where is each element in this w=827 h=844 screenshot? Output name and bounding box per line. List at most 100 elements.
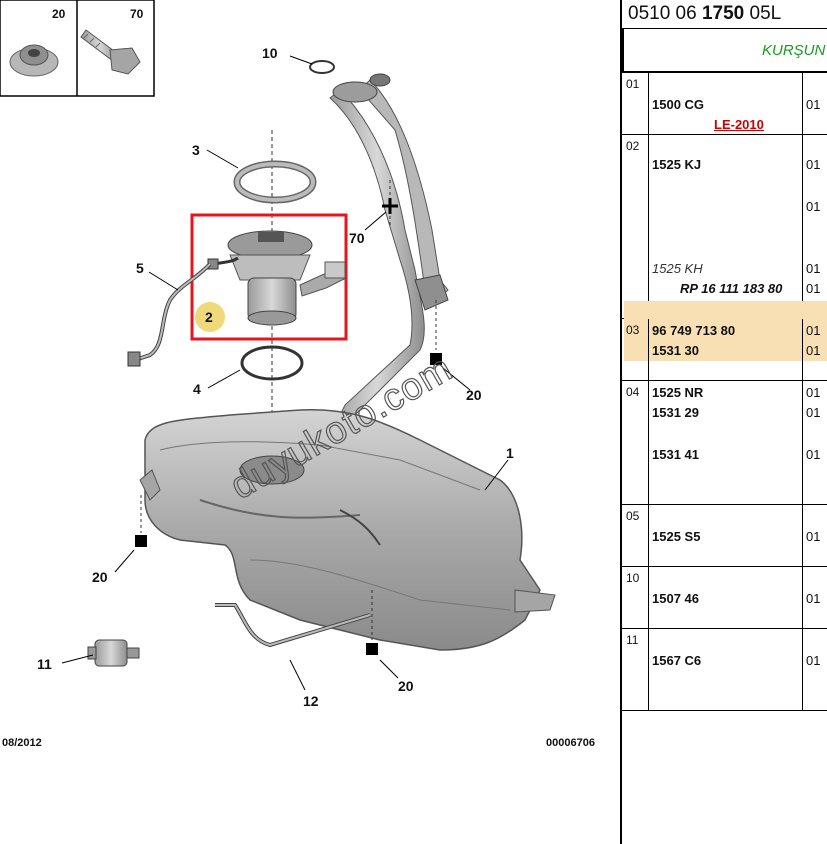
column-divider	[802, 567, 803, 628]
part-line[interactable]: 1525 S5 01	[650, 529, 827, 549]
part-group: 03 1531 30 01	[622, 319, 827, 381]
nut-marker-20-a	[430, 300, 471, 391]
callout-10: 10	[262, 45, 278, 61]
group-number-cell: 05	[622, 505, 649, 566]
group-number: 05	[626, 509, 640, 523]
group-number-cell: 03	[622, 319, 649, 380]
callout-badge	[195, 302, 225, 332]
part-line[interactable]: 1525 KH 01	[650, 261, 827, 281]
part-note: LE-2010	[714, 117, 764, 132]
group-number: 10	[626, 571, 640, 585]
wire-harness-5	[127, 262, 212, 367]
column-divider	[802, 135, 803, 318]
diagram-code: 00006706	[546, 737, 595, 749]
highlighted-row	[624, 301, 827, 361]
leader-5	[148, 271, 179, 291]
part-quantity: 01	[806, 343, 821, 358]
part-quantity: 01	[806, 385, 821, 400]
part-group: 10 1507 46 01	[622, 567, 827, 629]
group-number-cell: 10	[622, 567, 649, 628]
callout-11: 11	[37, 656, 52, 672]
part-number: 1525 KH	[652, 261, 703, 276]
lock-ring-3	[233, 160, 317, 204]
part-number: 96 749 713 80	[652, 323, 736, 338]
part-quantity: 01	[806, 323, 821, 338]
bolt-marker-70	[364, 180, 398, 231]
ref-part-a: 0510 06	[628, 3, 697, 24]
part-quantity: 01	[806, 261, 821, 276]
flange-nut-icon	[9, 44, 59, 77]
ref-part-c: 05L	[749, 3, 782, 24]
callout-2: 2	[205, 309, 213, 325]
callout-20-a: 20	[466, 387, 482, 403]
fuel-type-header: KURŞUN	[622, 29, 827, 73]
leader-12	[289, 659, 306, 691]
callout-3: 3	[192, 142, 200, 158]
part-quantity: 01	[806, 199, 821, 214]
part-number: 1531 41	[652, 447, 699, 462]
group-number-cell: 11	[622, 629, 649, 710]
fuel-type-label: KURŞUN	[762, 42, 826, 59]
part-number: 1525 NR	[652, 385, 704, 400]
column-divider	[802, 73, 803, 134]
leader-4	[207, 369, 241, 389]
part-line[interactable]: 1507 46 01	[650, 591, 827, 611]
column-divider	[802, 505, 803, 566]
leader-1	[484, 459, 509, 491]
diagram-date: 08/2012	[2, 737, 42, 749]
callout-4: 4	[193, 381, 201, 397]
part-line[interactable]: 01	[650, 199, 827, 219]
fuel-tank	[139, 409, 556, 651]
callout-20-c: 20	[398, 678, 414, 694]
group-number-cell: 02	[622, 135, 649, 318]
nut-marker-20-c	[366, 590, 399, 679]
part-quantity: 01	[806, 529, 821, 544]
group-number: 11	[626, 633, 639, 647]
seal-4	[240, 345, 304, 381]
leader-10	[289, 55, 313, 65]
column-divider	[802, 629, 803, 710]
part-number: 1567 C6	[652, 653, 702, 668]
ref-part-b: 1750	[701, 3, 745, 24]
part-number: 1525 S5	[652, 529, 701, 544]
leader-3	[206, 149, 239, 169]
part-number: RP 16 111 183 80	[680, 281, 783, 296]
part-number: 1525 KJ	[652, 157, 702, 172]
filler-pipe	[329, 73, 449, 426]
part-number: 1531 30	[652, 343, 699, 358]
part-line[interactable]: 1525 NR 01	[650, 385, 827, 405]
legend-label-20: 20	[52, 7, 66, 21]
group-number-cell: 01	[622, 73, 649, 134]
vent-pipe-12	[215, 603, 371, 648]
reference-header: 0510 06 1750 05L	[622, 0, 827, 29]
part-quantity: 01	[806, 157, 821, 172]
column-divider	[802, 381, 803, 504]
callout-70: 70	[349, 230, 365, 246]
part-line[interactable]: 96 749 713 80 01	[650, 323, 827, 343]
group-number: 04	[626, 385, 640, 399]
callout-12: 12	[303, 693, 319, 709]
exploded-diagram: 20 70	[0, 0, 595, 749]
group-number: 03	[626, 323, 640, 337]
part-line[interactable]: 1531 30 01	[650, 343, 827, 363]
callout-20-b: 20	[92, 569, 108, 585]
part-number: 1507 46	[652, 591, 699, 606]
part-quantity: 01	[806, 591, 821, 606]
callout-5: 5	[136, 260, 144, 276]
diagram-canvas: 20 70	[0, 0, 595, 749]
leader-11	[61, 654, 94, 664]
part-line[interactable]: 1525 KJ 01	[650, 157, 827, 177]
legend-label-70: 70	[130, 7, 144, 21]
part-group: 05 1525 S5 01	[622, 505, 827, 567]
